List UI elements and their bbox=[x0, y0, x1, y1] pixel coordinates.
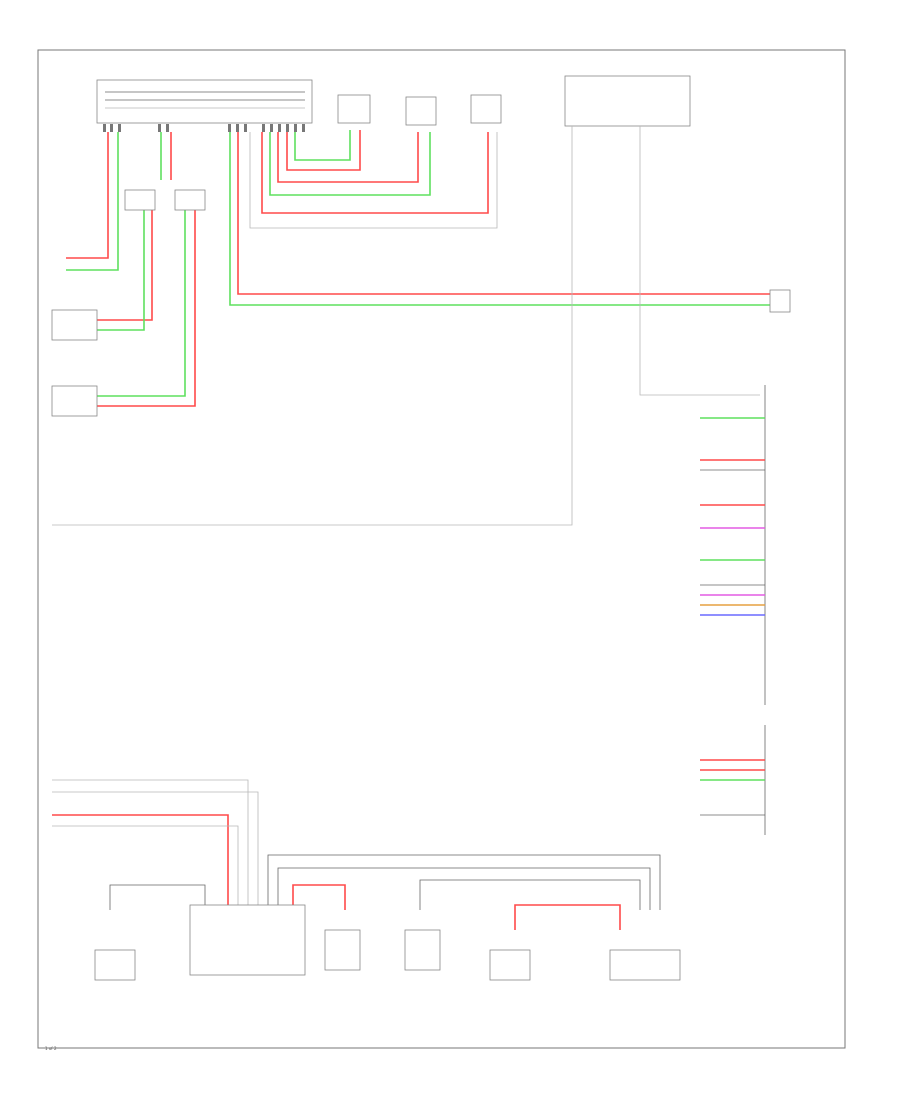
bottom-bus-wiring bbox=[109, 854, 661, 930]
left-switch-1 bbox=[51, 309, 98, 341]
relay-box-2 bbox=[174, 189, 206, 211]
top-component-box-2 bbox=[405, 96, 437, 126]
top-right-module-box bbox=[564, 75, 691, 127]
main-bus-wires bbox=[229, 132, 770, 306]
top-component-box-3 bbox=[470, 94, 502, 124]
top-right-module-wiring bbox=[52, 126, 760, 526]
right-connector-top bbox=[769, 289, 791, 313]
diagram-frame bbox=[37, 49, 846, 1049]
bottom-module-right-1 bbox=[489, 949, 531, 981]
top-junction-block bbox=[96, 79, 313, 124]
bottom-left-wiring bbox=[52, 779, 259, 910]
left-switch-2 bbox=[51, 385, 98, 417]
bottom-module-center-1 bbox=[324, 929, 361, 971]
page-label: 1 of 2 bbox=[45, 1046, 57, 1051]
bottom-module-right-2 bbox=[609, 949, 681, 981]
bottom-module-left bbox=[94, 949, 136, 981]
left-switch-wiring bbox=[66, 132, 196, 407]
right-side-circuit-lines bbox=[700, 417, 765, 816]
top-loop-wiring bbox=[249, 130, 498, 229]
top-block-pins bbox=[103, 124, 305, 132]
bottom-module-center-2 bbox=[404, 929, 441, 971]
bottom-module-main bbox=[189, 904, 306, 976]
top-component-box-1 bbox=[337, 94, 371, 124]
relay-box-1 bbox=[124, 189, 156, 211]
